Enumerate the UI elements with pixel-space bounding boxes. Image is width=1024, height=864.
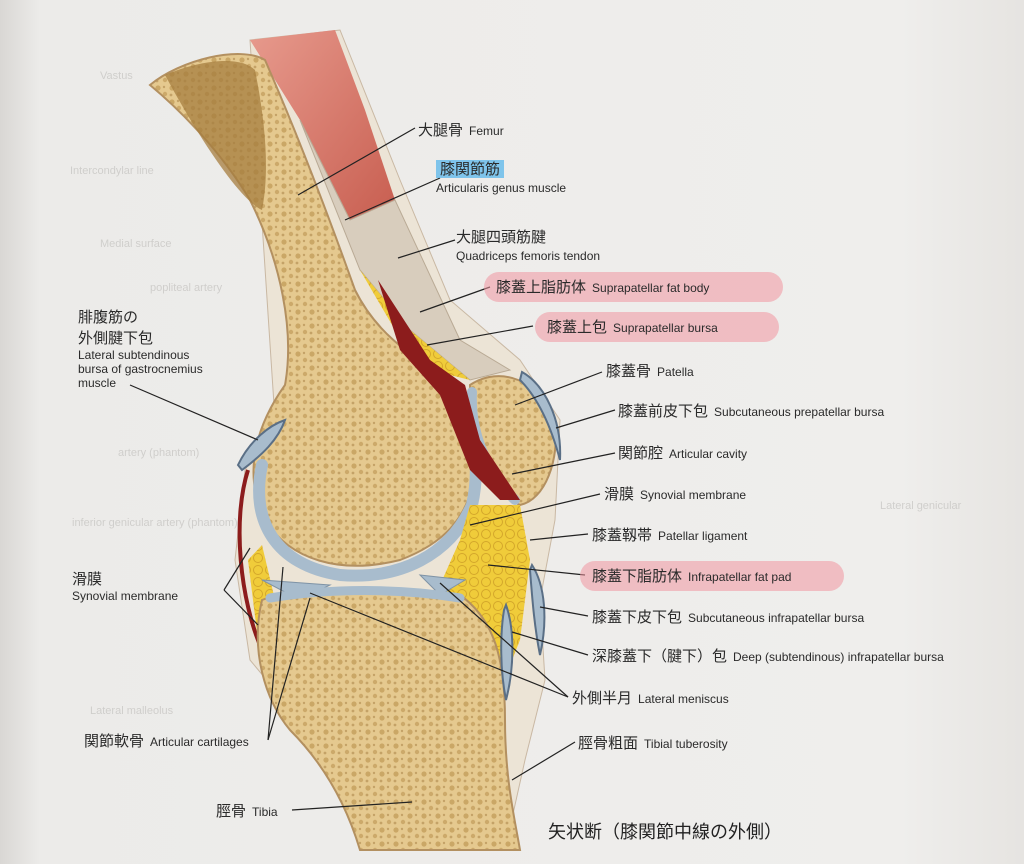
femur-shaft [148, 53, 478, 567]
label-femur-jp: 大腿骨 [418, 121, 464, 139]
label-gastrocnemius-jp2: 外側腱下包 [78, 329, 154, 347]
gastrocnemius-bursa-shape [236, 418, 287, 472]
label-infrapatellar-fat-en: Infrapatellar fat pad [688, 570, 792, 584]
label-sub-infrapatellar-jp: 膝蓋下皮下包 [592, 608, 683, 626]
label-tibia: 脛骨 Tibia [216, 802, 278, 820]
label-patella-en: Patella [657, 365, 694, 379]
label-tibial-tuberosity-jp: 脛骨粗面 [578, 734, 639, 752]
label-gastrocnemius-en3: muscle [78, 376, 117, 390]
label-gastrocnemius-jp1: 腓腹筋の [78, 308, 139, 326]
articular-cavity-shape [378, 280, 520, 500]
label-tibia-jp: 脛骨 [216, 802, 247, 820]
posterior-fat [248, 545, 275, 640]
label-synovial-right: 滑膜 Synovial membrane [604, 485, 746, 503]
label-gastrocnemius: 腓腹筋の 外側腱下包 Lateral subtendinous bursa of… [78, 306, 203, 390]
label-femur-en: Femur [469, 124, 504, 138]
label-articular-cavity-jp: 関節腔 [618, 444, 664, 462]
label-gastrocnemius-en2: bursa of gastrocnemius [78, 362, 203, 376]
leader-lines [129, 127, 616, 811]
label-lateral-meniscus-jp: 外側半月 [572, 689, 633, 707]
label-synovial-left-en: Synovial membrane [72, 589, 179, 603]
label-infrapatellar-fat: 膝蓋下脂肪体 Infrapatellar fat pad [580, 561, 844, 592]
deep-infrapatellar-bursa-shape [500, 602, 514, 701]
label-patellar-ligament: 膝蓋靱帯 Patellar ligament [592, 526, 747, 544]
label-sub-infrapatellar-en: Subcutaneous infrapatellar bursa [688, 611, 865, 625]
label-sub-infrapatellar: 膝蓋下皮下包 Subcutaneous infrapatellar bursa [592, 608, 864, 626]
label-quadriceps: 大腿四頭筋腱 Quadriceps femoris tendon [456, 228, 600, 265]
label-deep-infrapatellar: 深膝蓋下（腱下）包 Deep (subtendinous) infrapatell… [592, 647, 944, 665]
tibia-shape [256, 587, 522, 851]
label-tibial-tuberosity: 脛骨粗面 Tibial tuberosity [578, 734, 728, 752]
label-synovial-right-en: Synovial membrane [640, 488, 747, 502]
label-deep-infrapatellar-jp: 深膝蓋下（腱下）包 [592, 647, 728, 665]
label-articular-cartilages-en: Articular cartilages [150, 735, 249, 749]
label-suprapatellar-fat-jp: 膝蓋上脂肪体 [496, 278, 587, 296]
label-lateral-meniscus-en: Lateral meniscus [638, 692, 729, 706]
label-infrapatellar-fat-jp: 膝蓋下脂肪体 [592, 567, 683, 585]
label-suprapatellar-bursa: 膝蓋上包 Suprapatellar bursa [535, 312, 779, 343]
label-patellar-ligament-jp: 膝蓋靱帯 [592, 526, 653, 544]
label-articular-cavity-en: Articular cavity [669, 447, 748, 461]
label-suprapatellar-bursa-en: Suprapatellar bursa [613, 321, 718, 335]
label-femur: 大腿骨 Femur [418, 121, 504, 139]
label-prepatellar-bursa-en: Subcutaneous prepatellar bursa [714, 405, 885, 419]
label-suprapatellar-fat-en: Suprapatellar fat body [592, 281, 710, 295]
prepatellar-bursa-shape [518, 370, 562, 461]
synovium-left [237, 469, 264, 651]
label-synovial-right-jp: 滑膜 [604, 485, 635, 503]
quadriceps-muscle [250, 30, 395, 220]
label-deep-infrapatellar-en: Deep (subtendinous) infrapatellar bursa [733, 650, 944, 664]
label-tibia-en: Tibia [252, 805, 278, 819]
label-synovial-left-jp: 滑膜 [72, 570, 103, 588]
label-suprapatellar-fat: 膝蓋上脂肪体 Suprapatellar fat body [484, 272, 783, 303]
label-articular-cartilages: 関節軟骨 Articular cartilages [84, 732, 249, 750]
label-articularis-jp: 膝関節筋 [436, 160, 505, 178]
label-prepatellar-bursa-jp: 膝蓋前皮下包 [618, 402, 709, 420]
label-articular-cartilages-jp: 関節軟骨 [84, 732, 145, 750]
label-gastrocnemius-en1: Lateral subtendinous [78, 348, 190, 362]
tibial-cartilage [265, 586, 465, 603]
label-tibial-tuberosity-en: Tibial tuberosity [644, 737, 728, 751]
label-articularis: 膝関節筋 Articularis genus muscle [436, 160, 566, 197]
sub-infrapatellar-bursa-shape [528, 562, 546, 656]
label-articularis-en: Articularis genus muscle [436, 181, 567, 196]
label-patella: 膝蓋骨 Patella [606, 362, 694, 380]
label-lateral-meniscus: 外側半月 Lateral meniscus [572, 689, 729, 707]
label-synovial-left: 滑膜 Synovial membrane [72, 568, 178, 603]
figure-caption: 矢状断（膝関節中線の外側） [548, 822, 782, 843]
label-prepatellar-bursa: 膝蓋前皮下包 Subcutaneous prepatellar bursa [618, 402, 884, 420]
femur-marrow [165, 60, 266, 211]
label-quadriceps-jp: 大腿四頭筋腱 [456, 228, 547, 246]
label-quadriceps-en: Quadriceps femoris tendon [456, 249, 601, 264]
label-suprapatellar-bursa-jp: 膝蓋上包 [547, 318, 608, 336]
label-articular-cavity: 関節腔 Articular cavity [618, 444, 747, 462]
label-patellar-ligament-en: Patellar ligament [658, 529, 748, 543]
label-patella-jp: 膝蓋骨 [606, 362, 652, 380]
